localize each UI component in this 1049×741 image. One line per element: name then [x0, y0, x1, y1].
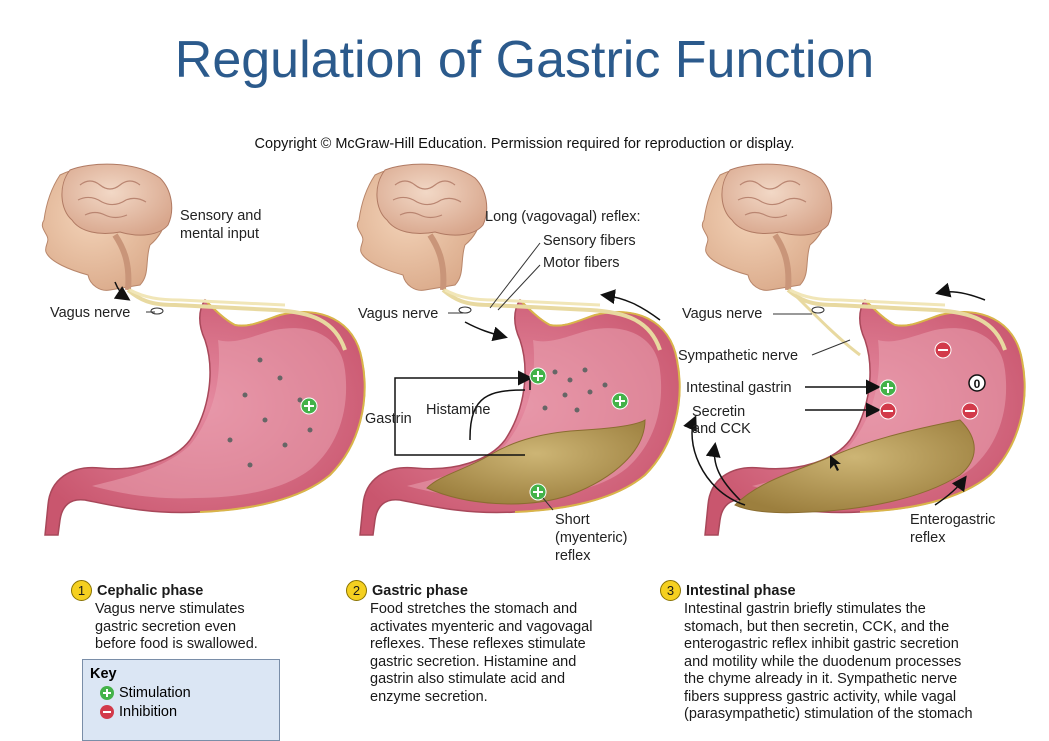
- phase-gastric: 2 Gastric phase Food stretches the stomac…: [346, 580, 646, 706]
- phase-number-badge: 1: [71, 580, 92, 601]
- plus-icon: [100, 686, 114, 700]
- histamine-label: Histamine: [426, 402, 490, 418]
- sympathetic-nerve-label: Sympathetic nerve: [678, 348, 798, 364]
- sensory-label-line1: Sensory and: [180, 208, 261, 224]
- minus-icon: [100, 705, 114, 719]
- phase-text-line: fibers suppress gastric activity, while …: [684, 689, 1045, 707]
- inhibition-marker: [935, 342, 951, 358]
- phase-number-badge: 2: [346, 580, 367, 601]
- zero-effect-marker: 0: [969, 375, 985, 391]
- enterogastric-label-line1: Enterogastric: [910, 512, 995, 528]
- short-reflex-label-line1: Short: [555, 512, 590, 528]
- phase-title: Intestinal phase: [686, 583, 796, 599]
- cephalic-panel: Sensory and mental input Vagus nerve: [42, 164, 364, 535]
- head-illustration: [357, 164, 486, 290]
- intestinal-panel: 0 Vagus nerve Sympathetic nerve Intestin…: [678, 164, 1025, 546]
- phase-text-line: gastric secretion. Histamine and: [370, 654, 646, 672]
- gastrin-label: Gastrin: [365, 411, 412, 427]
- secretin-label-line2: and CCK: [692, 421, 751, 437]
- phase-text-line: gastrin also stimulate acid and: [370, 671, 646, 689]
- phase-number-badge: 3: [660, 580, 681, 601]
- phase-text-line: (parasympathetic) stimulation of the sto…: [684, 706, 1045, 724]
- gastric-panel: Long (vagovagal) reflex: Sensory fibers …: [357, 164, 679, 564]
- legend-title: Key: [90, 666, 279, 682]
- stimulation-marker: [301, 398, 317, 414]
- phase-text-line: activates myenteric and vagovagal: [370, 619, 646, 637]
- phase-text-line: reflexes. These reflexes stimulate: [370, 636, 646, 654]
- vagus-nerve-label: Vagus nerve: [682, 306, 762, 322]
- head-illustration: [702, 164, 831, 290]
- phase-text-line: gastric secretion even: [95, 619, 321, 637]
- inhibition-marker: [962, 403, 978, 419]
- stimulation-marker: [530, 484, 546, 500]
- inhibition-marker: [880, 403, 896, 419]
- phase-text-line: enterogastric reflex inhibit gastric sec…: [684, 636, 1045, 654]
- phase-title: Gastric phase: [372, 583, 468, 599]
- long-reflex-label: Long (vagovagal) reflex:: [485, 209, 641, 225]
- zero-marker-text: 0: [974, 377, 981, 391]
- phase-cephalic: 1 Cephalic phase Vagus nerve stimulates g…: [71, 580, 321, 654]
- legend-inhibition-label: Inhibition: [119, 704, 177, 720]
- short-reflex-label-line3: reflex: [555, 548, 591, 564]
- phase-text-line: before food is swallowed.: [95, 636, 321, 654]
- sensory-fibers-label: Sensory fibers: [543, 233, 636, 249]
- phase-title: Cephalic phase: [97, 583, 203, 599]
- stimulation-marker: [530, 368, 546, 384]
- enterogastric-label-line2: reflex: [910, 530, 946, 546]
- head-illustration: [42, 164, 171, 290]
- phase-intestinal: 3 Intestinal phase Intestinal gastrin bri…: [660, 580, 1045, 724]
- phase-text-line: the chyme already in it. Sympathetic ner…: [684, 671, 1045, 689]
- phase-text-line: Food stretches the stomach and: [370, 601, 646, 619]
- short-reflex-label-line2: (myenteric): [555, 530, 628, 546]
- intestinal-gastrin-label: Intestinal gastrin: [686, 380, 792, 396]
- legend-stimulation-label: Stimulation: [119, 685, 191, 701]
- phase-text-line: Vagus nerve stimulates: [95, 601, 321, 619]
- stimulation-marker: [612, 393, 628, 409]
- phase-text-line: stomach, but then secretin, CCK, and the: [684, 619, 1045, 637]
- sensory-label-line2: mental input: [180, 226, 259, 242]
- motor-fibers-label: Motor fibers: [543, 255, 620, 271]
- phase-text-line: enzyme secretion.: [370, 689, 646, 707]
- legend-key: Key Stimulation Inhibition: [82, 659, 280, 741]
- stomach-illustration: [45, 300, 365, 535]
- legend-inhibition: Inhibition: [100, 704, 279, 720]
- legend-stimulation: Stimulation: [100, 685, 279, 701]
- vagus-nerve-label: Vagus nerve: [50, 305, 130, 321]
- secretin-label-line1: Secretin: [692, 404, 745, 420]
- vagus-nerve-label: Vagus nerve: [358, 306, 438, 322]
- phase-text-line: Intestinal gastrin briefly stimulates th…: [684, 601, 1045, 619]
- stimulation-marker: [880, 380, 896, 396]
- phase-text-line: and motility while the duodenum processe…: [684, 654, 1045, 672]
